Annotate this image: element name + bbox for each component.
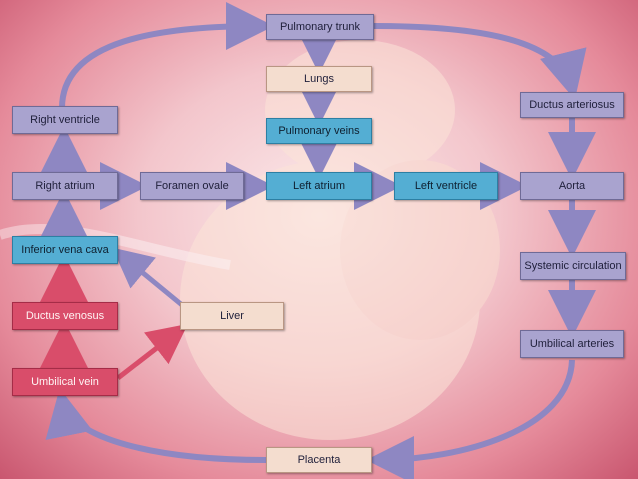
arrow-liver-to-ivc <box>112 247 184 307</box>
left-atrium-box: Left atrium <box>266 172 372 200</box>
right-ventricle-box: Right ventricle <box>12 106 118 134</box>
liver-box: Liver <box>180 302 284 330</box>
inferior-vena-cava-box: Inferior vena cava <box>12 236 118 264</box>
ductus-venosus-box: Ductus venosus <box>12 302 118 330</box>
pulmonary-trunk-box: Pulmonary trunk <box>266 14 374 40</box>
aorta-box: Aorta <box>520 172 624 200</box>
foramen-ovale-box: Foramen ovale <box>140 172 244 200</box>
lungs-box: Lungs <box>266 66 372 92</box>
arrow-trunk-to-ductus-arteriosus <box>373 23 587 100</box>
left-ventricle-box: Left ventricle <box>394 172 498 200</box>
arrow-placenta-to-umbilical-vein <box>45 388 267 463</box>
arrow-vein-to-liver <box>116 323 188 380</box>
ductus-arteriosus-box: Ductus arteriosus <box>520 92 624 118</box>
umbilical-vein-box: Umbilical vein <box>12 368 118 396</box>
arrow-arteries-to-placenta <box>366 359 575 479</box>
systemic-circulation-box: Systemic circulation <box>520 252 626 280</box>
arrow-rv-to-trunk <box>59 2 274 109</box>
umbilical-arteries-box: Umbilical arteries <box>520 330 624 358</box>
pulmonary-veins-box: Pulmonary veins <box>266 118 372 144</box>
right-atrium-box: Right atrium <box>12 172 118 200</box>
placenta-box: Placenta <box>266 447 372 473</box>
